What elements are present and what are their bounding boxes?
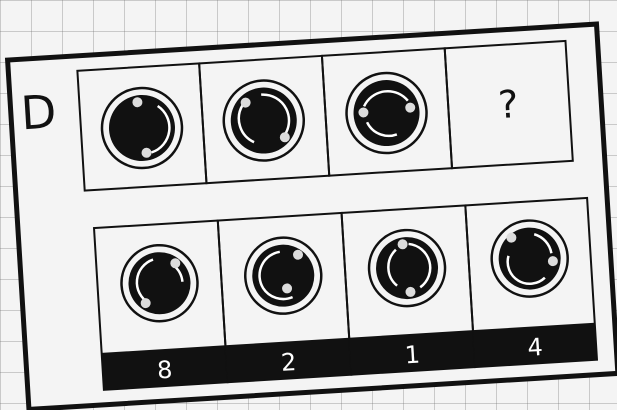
puzzle-card: D — [8, 24, 617, 409]
answer-number: 4 — [527, 333, 544, 362]
answer-number: 8 — [156, 356, 173, 385]
question-mark: ? — [497, 82, 520, 127]
puzzle-label: D — [19, 84, 58, 140]
answer-number: 1 — [404, 340, 421, 369]
answer-number: 2 — [280, 348, 297, 377]
